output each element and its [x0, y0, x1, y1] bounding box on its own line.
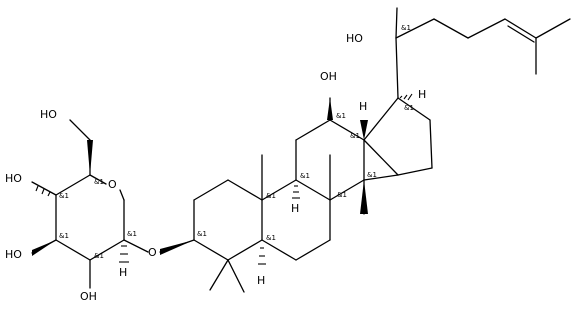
stereo-descriptor: &1: [59, 232, 69, 240]
stereo-descriptor: &1: [94, 178, 104, 186]
stereo-descriptor: &1: [59, 192, 69, 200]
atom-label-c6-oh: HO: [40, 108, 57, 121]
stereo-bonds: [32, 93, 413, 265]
atom-label-c4-oh: HO: [5, 172, 22, 185]
side-chain-bonds: [395, 7, 571, 99]
methyl-bonds: [209, 154, 365, 293]
stereo-descriptor: &1: [127, 230, 137, 238]
stereo-descriptor: &1: [337, 191, 347, 199]
stereo-descriptor: &1: [266, 234, 276, 242]
hydrogen-label-c5: H: [257, 274, 265, 287]
stereo-descriptor: &1: [336, 112, 346, 120]
stereo-descriptors: &1 &1 &1 &1 &1 &1 &1 &1 &1 &1 &1 &1 &1 &…: [59, 24, 414, 260]
hydrogen-label-c13: H: [359, 100, 367, 113]
ring-c-bonds: [295, 97, 399, 201]
stereo-descriptor: &1: [401, 24, 411, 32]
ring-d-bonds: [363, 97, 433, 176]
hydrogen-label-anomeric: H: [119, 266, 127, 279]
stereo-descriptor: &1: [300, 172, 310, 180]
hydrogen-label-c9: H: [291, 202, 299, 215]
stereo-descriptor: &1: [367, 171, 377, 179]
stereo-descriptor: &1: [266, 192, 276, 200]
atom-label-c2-oh: OH: [80, 290, 97, 303]
stereo-descriptor: &1: [197, 230, 207, 238]
stereo-descriptor: &1: [404, 104, 414, 112]
stereo-descriptor: &1: [94, 252, 104, 260]
ring-b-bonds: [261, 179, 331, 261]
atom-label-c3-oh: HO: [5, 248, 22, 261]
atom-label-ring-o: O: [108, 178, 117, 191]
atom-label-c12-oh: OH: [320, 70, 337, 83]
stereo-descriptor: &1: [350, 132, 360, 140]
ring-a-bonds: [193, 179, 263, 261]
atom-label-glycosidic-o: O: [148, 246, 157, 259]
atom-label-side-chain-oh: HO: [346, 32, 363, 45]
hydrogen-label-c17: H: [418, 88, 426, 101]
sugar-bonds: [31, 119, 195, 289]
